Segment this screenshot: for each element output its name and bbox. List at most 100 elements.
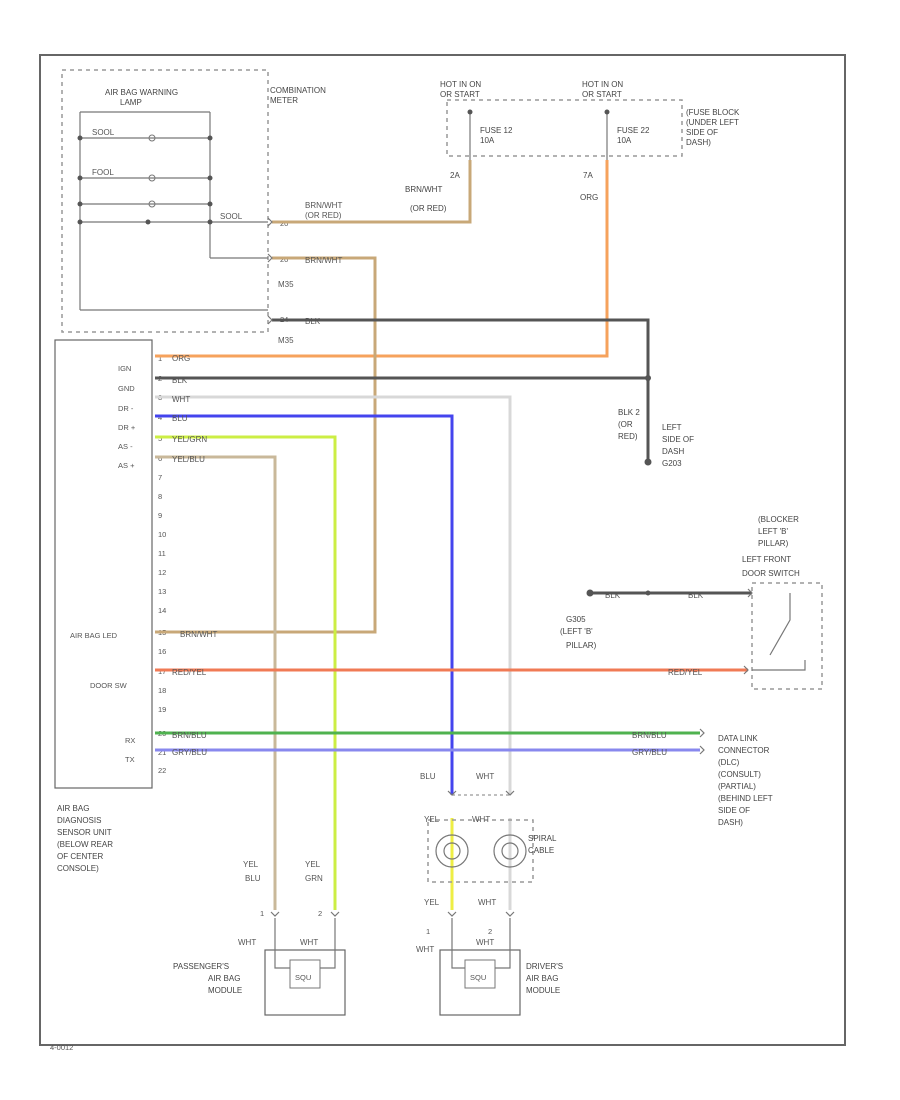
pass-module-wht-2: WHT	[300, 938, 318, 947]
pass-wire-2-label-2: GRN	[305, 874, 323, 883]
driver-module-group: 1 2 WHT WHT SQU DRIVER'S AIR BAG MODULE	[416, 918, 563, 1016]
lamp-row-label-1: SOOL	[92, 128, 115, 137]
sensor-pin-number: 7	[158, 473, 162, 482]
wire-label-meter-2: BRN/WHT	[305, 256, 342, 265]
sensor-pin-name-as-minus: AS -	[118, 442, 133, 451]
wire-label-tx-2: GRY/BLU	[632, 748, 667, 757]
sensor-pin-name-led: AIR BAG LED	[70, 631, 118, 640]
sensor-pin-number: 9	[158, 511, 162, 520]
wire-label-led: BRN/WHT	[180, 630, 217, 639]
pass-wire-1-label-2: BLU	[245, 874, 261, 883]
sensor-pin-number: 14	[158, 606, 166, 615]
ground-1-loc-label-1: LEFT	[662, 423, 682, 432]
sensor-unit-box	[54, 339, 153, 789]
combination-meter-label-2: METER	[270, 96, 298, 105]
door-switch-label-2: LEFT 'B'	[758, 527, 789, 536]
ground-1-label-3: RED)	[618, 432, 638, 441]
driver-module-label-1: DRIVER'S	[526, 962, 563, 971]
fuse-12-label-2: 10A	[480, 136, 495, 145]
footer-code: 4-0012	[50, 1043, 73, 1052]
fuse-block-group: HOT IN ON OR START HOT IN ON OR START FU…	[405, 80, 740, 213]
door-switch-label-1: (BLOCKER	[758, 515, 799, 524]
fuse-12-wire-label-1: 2A	[450, 171, 460, 180]
ground-g203-dot	[645, 375, 651, 381]
door-switch-label-3: PILLAR)	[758, 539, 789, 548]
fuse-12-wire-label-2: BRN/WHT	[405, 185, 442, 194]
drv-module-wht-1: WHT	[416, 945, 434, 954]
ground-1-loc-label-3: DASH	[662, 447, 684, 456]
meter-id-2: M35	[278, 336, 294, 345]
drv-pin-1: 1	[426, 927, 430, 936]
fuse-block-label-3: SIDE OF	[686, 128, 718, 137]
spiral-cable-label-2: CABLE	[528, 846, 554, 855]
lamp-row-label-2: FOOL	[92, 168, 114, 177]
pass-pin-2: 2	[318, 909, 322, 918]
ground-2-label-2: (LEFT 'B'	[560, 627, 593, 636]
sensor-pin-number: 13	[158, 587, 166, 596]
drv-pin-2: 2	[488, 927, 492, 936]
spiral-coil-right	[493, 834, 527, 868]
passenger-module-label-2: AIR BAG	[208, 974, 240, 983]
dlc-label-5: (PARTIAL)	[718, 782, 756, 791]
ground-g203-terminal	[644, 458, 652, 466]
dlc-label-7: SIDE OF	[718, 806, 750, 815]
passenger-module-label-1: PASSENGER'S	[173, 962, 229, 971]
dlc-label-4: (CONSULT)	[718, 770, 761, 779]
wire-ign	[155, 160, 609, 358]
data-link-connector-group: DATA LINK CONNECTOR (DLC) (CONSULT) (PAR…	[718, 734, 773, 827]
hot-in-on-2-label-1: HOT IN ON	[582, 80, 623, 89]
wire-label-door-sw-2: RED/YEL	[668, 668, 703, 677]
spiral-bot-label-1: YEL	[424, 898, 440, 907]
hot-in-on-1-label-2: OR START	[440, 90, 480, 99]
sensor-unit-label-1: AIR BAG	[57, 804, 89, 813]
sensor-pin-number: 18	[158, 686, 166, 695]
ground-1-loc-label-4: G203	[662, 459, 682, 468]
sensor-pin-number: 10	[158, 530, 166, 539]
spiral-cable-group: SPIRAL CABLE BLU WHT YEL WHT YEL WHT	[420, 772, 557, 907]
airbag-warning-lamp-label-1: AIR BAG WARNING	[105, 88, 178, 97]
wire-dr-minus	[155, 395, 512, 795]
spiral-mid-label-1: YEL	[424, 815, 440, 824]
ground-1-label-1: BLK 2	[618, 408, 640, 417]
dlc-label-6: (BEHIND LEFT	[718, 794, 773, 803]
fuse-22-wire-label-1: 7A	[583, 171, 593, 180]
sensor-pin-number: 22	[158, 766, 166, 775]
fuse-block-box	[446, 99, 683, 157]
ground-2-label-3: PILLAR)	[566, 641, 597, 650]
door-switch-label-4: LEFT FRONT	[742, 555, 791, 564]
dlc-label-2: CONNECTOR	[718, 746, 770, 755]
pass-module-inner: SQU	[295, 973, 311, 982]
driver-module-label-2: AIR BAG	[526, 974, 558, 983]
hot-in-on-2-label-2: OR START	[582, 90, 622, 99]
sensor-pin-name-dr-plus: DR +	[118, 423, 136, 432]
fuse-12-wire-label-3: (OR RED)	[410, 204, 447, 213]
sensor-pin-number: 11	[158, 549, 166, 558]
sensor-pin-name-ign: IGN	[118, 364, 131, 373]
wire-label-rx-2: BRN/BLU	[632, 731, 667, 740]
spiral-top-label-1: BLU	[420, 772, 436, 781]
wire-meter-ground	[272, 318, 650, 378]
sensor-unit-label-3: SENSOR UNIT	[57, 828, 112, 837]
sensor-pin-name-dr-minus: DR -	[118, 404, 134, 413]
dlc-label-3: (DLC)	[718, 758, 740, 767]
driver-module-box	[439, 949, 521, 1016]
pass-module-wht-1: WHT	[238, 938, 256, 947]
dlc-label-8: DASH)	[718, 818, 743, 827]
wire-label-as-plus: YEL/BLU	[172, 455, 205, 464]
door-switch-label-5: DOOR SWITCH	[742, 569, 800, 578]
wire-as-plus	[155, 455, 277, 910]
spiral-top-label-2: WHT	[476, 772, 494, 781]
ground-2-label-1: G305	[566, 615, 586, 624]
ground-g203: BLK 2 (OR RED) LEFT SIDE OF DASH G203	[618, 375, 694, 468]
fuse-22-label-2: 10A	[617, 136, 632, 145]
sensor-pin-number: 1	[158, 354, 162, 363]
wire-label-dr-plus: BLU	[172, 414, 188, 423]
wire-air-bag-led	[155, 256, 377, 634]
spiral-bot-label-2: WHT	[478, 898, 496, 907]
wire-label-dr-minus: WHT	[172, 395, 190, 404]
sensor-unit-label-5: OF CENTER	[57, 852, 103, 861]
passenger-module-box	[264, 949, 346, 1016]
wire-label-tx-1: GRY/BLU	[172, 748, 207, 757]
passenger-module-group: YEL BLU YEL GRN 1 2 WHT WHT SQU PASSENGE…	[173, 860, 346, 1016]
